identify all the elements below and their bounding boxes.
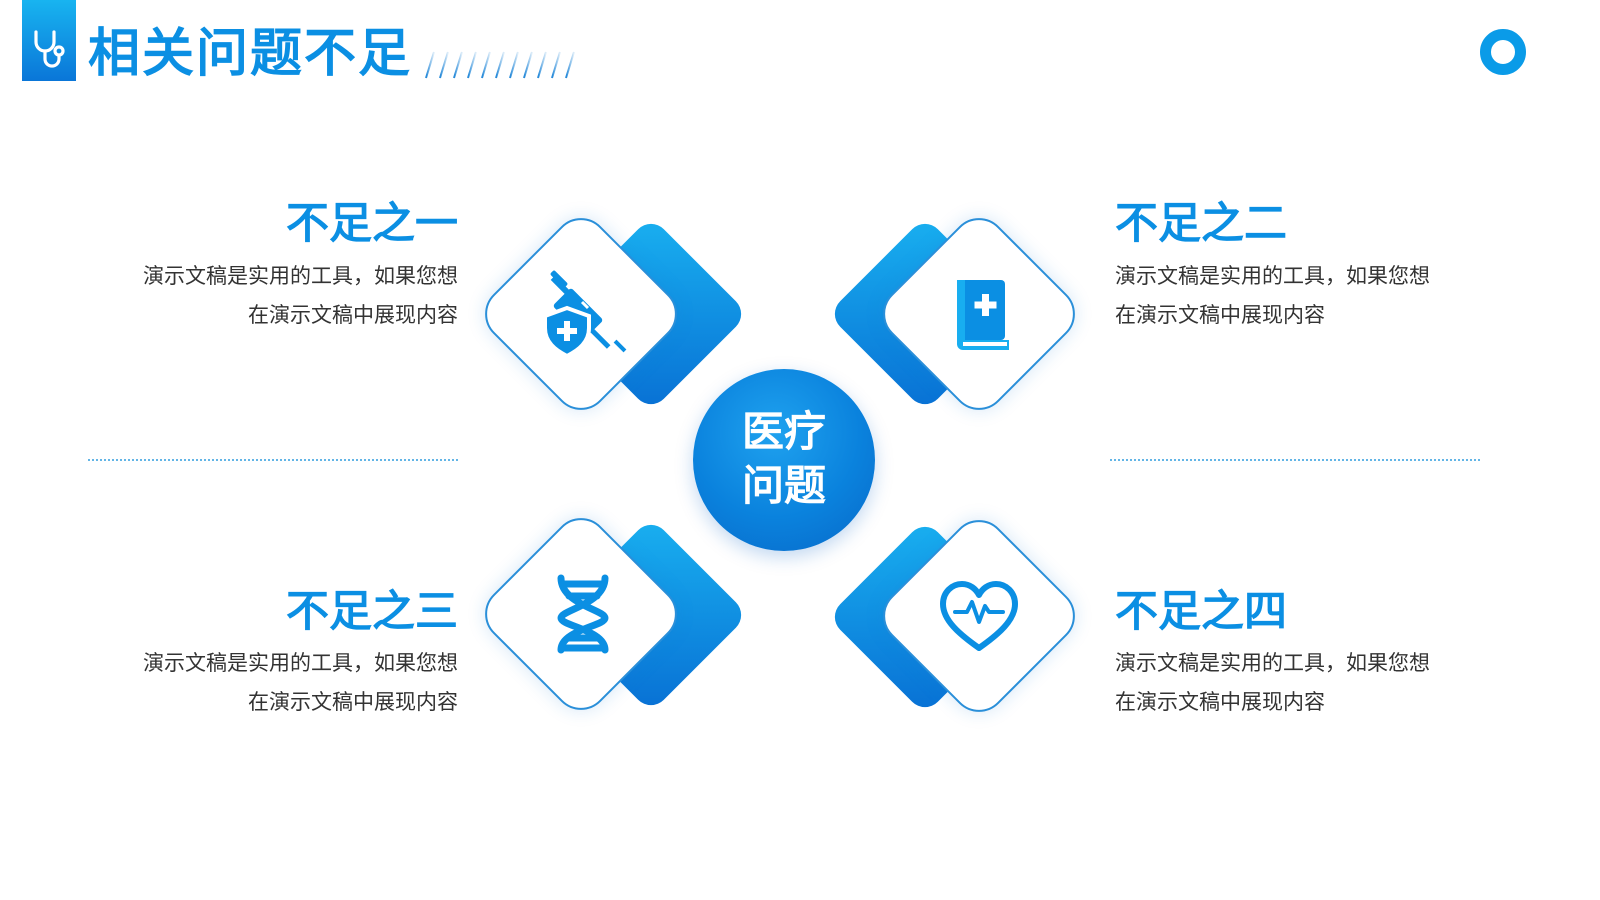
item-4-title: 不足之四 (1115, 587, 1287, 637)
item-2-desc-line2: 在演示文稿中展现内容 (1115, 303, 1325, 327)
item-1-desc-line2: 在演示文稿中展现内容 (248, 303, 458, 327)
item-2-title: 不足之二 (1115, 199, 1287, 249)
item-3-desc-line1: 演示文稿是实用的工具，如果您想 (143, 651, 458, 675)
page-title: 相关问题不足 (88, 24, 413, 84)
ring-icon (1480, 29, 1526, 75)
logo-stethoscope-badge (22, 0, 76, 81)
item-4-desc-line2: 在演示文稿中展现内容 (1115, 690, 1325, 714)
divider-right (1110, 459, 1480, 461)
center-topic-circle: 医疗 问题 (693, 369, 875, 551)
center-title-line1: 医疗 (741, 407, 826, 456)
item-2-desc-line1: 演示文稿是实用的工具，如果您想 (1115, 264, 1430, 288)
decorative-stripes (425, 51, 575, 79)
item-3-desc-line2: 在演示文稿中展现内容 (248, 690, 458, 714)
item-1-title: 不足之一 (286, 199, 458, 249)
item-3-title: 不足之三 (286, 587, 458, 637)
item-4-desc-line1: 演示文稿是实用的工具，如果您想 (1115, 651, 1430, 675)
center-title-line2: 问题 (741, 461, 826, 510)
item-1-desc-line1: 演示文稿是实用的工具，如果您想 (143, 264, 458, 288)
heart-pulse-icon (929, 566, 1029, 666)
dna-icon (533, 564, 633, 664)
stethoscope-icon (34, 30, 65, 68)
syringe-shield-icon (535, 266, 635, 366)
medical-book-icon (929, 264, 1029, 364)
divider-left (88, 459, 458, 461)
